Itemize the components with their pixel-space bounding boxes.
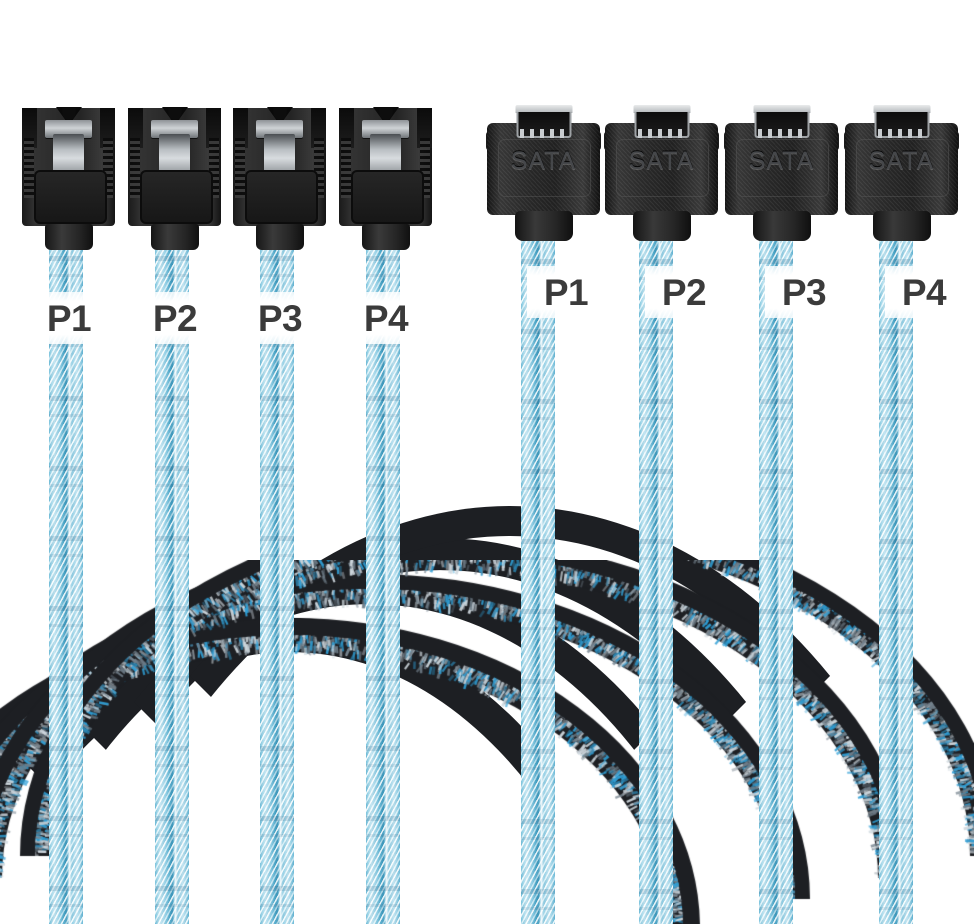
grip-ridges-left bbox=[235, 138, 245, 198]
cable-gloss bbox=[539, 233, 544, 924]
cable-gloss bbox=[897, 233, 902, 924]
port-marker-tag-left-p3: P3 bbox=[241, 292, 319, 344]
port-marker-label: P3 bbox=[782, 274, 826, 311]
cable-right-p1 bbox=[521, 233, 555, 924]
strain-relief-boot bbox=[515, 211, 573, 241]
connector-face-panel bbox=[351, 170, 424, 224]
sata-embossed-label: SATA bbox=[487, 147, 600, 176]
port-marker-tag-left-p4: P4 bbox=[347, 292, 425, 344]
port-marker-tag-left-p2: P2 bbox=[136, 292, 214, 344]
strain-relief-boot bbox=[362, 224, 410, 250]
port-marker-tag-right-p4: P4 bbox=[885, 266, 963, 318]
strain-relief-boot bbox=[873, 211, 931, 241]
sata-embossed-label: SATA bbox=[605, 147, 718, 176]
port-marker-label: P4 bbox=[364, 300, 408, 337]
contact-pins bbox=[878, 129, 926, 138]
sata-power-connector-p3[interactable]: SATA bbox=[725, 105, 838, 245]
port-marker-tag-right-p3: P3 bbox=[765, 266, 843, 318]
sata-latch-connector-p1[interactable] bbox=[22, 108, 115, 258]
coil-fleck-overlay bbox=[0, 560, 974, 924]
grip-ridges-left bbox=[341, 138, 351, 198]
port-marker-label: P2 bbox=[662, 274, 706, 311]
grip-ridges-left bbox=[24, 138, 34, 198]
port-marker-tag-right-p1: P1 bbox=[527, 266, 605, 318]
port-marker-tag-right-p2: P2 bbox=[645, 266, 723, 318]
sata-latch-connector-p4[interactable] bbox=[339, 108, 432, 258]
port-marker-label: P1 bbox=[47, 300, 91, 337]
sata-power-connector-p2[interactable]: SATA bbox=[605, 105, 718, 245]
connector-face-panel bbox=[140, 170, 213, 224]
port-marker-tag-left-p1: P1 bbox=[30, 292, 108, 344]
contact-pins bbox=[638, 129, 686, 138]
port-marker-label: P2 bbox=[153, 300, 197, 337]
port-marker-label: P1 bbox=[544, 274, 588, 311]
sata-power-connector-p4[interactable]: SATA bbox=[845, 105, 958, 245]
cable-right-p2 bbox=[639, 233, 673, 924]
strain-relief-boot bbox=[45, 224, 93, 250]
connector-face-panel bbox=[245, 170, 318, 224]
cable-gloss bbox=[777, 233, 782, 924]
sata-embossed-label: SATA bbox=[725, 147, 838, 176]
strain-relief-boot bbox=[256, 224, 304, 250]
sata-embossed-label: SATA bbox=[845, 147, 958, 176]
port-marker-label: P3 bbox=[258, 300, 302, 337]
sata-latch-connector-p2[interactable] bbox=[128, 108, 221, 258]
port-marker-label: P4 bbox=[902, 274, 946, 311]
contact-pins bbox=[520, 129, 568, 138]
cable-right-p3 bbox=[759, 233, 793, 924]
cable-gloss bbox=[657, 233, 662, 924]
contact-pins bbox=[758, 129, 806, 138]
coiled-cable-bundle bbox=[0, 560, 974, 924]
strain-relief-boot bbox=[753, 211, 811, 241]
strain-relief-boot bbox=[633, 211, 691, 241]
connector-face-panel bbox=[34, 170, 107, 224]
grip-ridges-left bbox=[130, 138, 140, 198]
strain-relief-boot bbox=[151, 224, 199, 250]
cable-right-p4 bbox=[879, 233, 913, 924]
sata-latch-connector-p3[interactable] bbox=[233, 108, 326, 258]
sata-power-connector-p1[interactable]: SATA bbox=[487, 105, 600, 245]
